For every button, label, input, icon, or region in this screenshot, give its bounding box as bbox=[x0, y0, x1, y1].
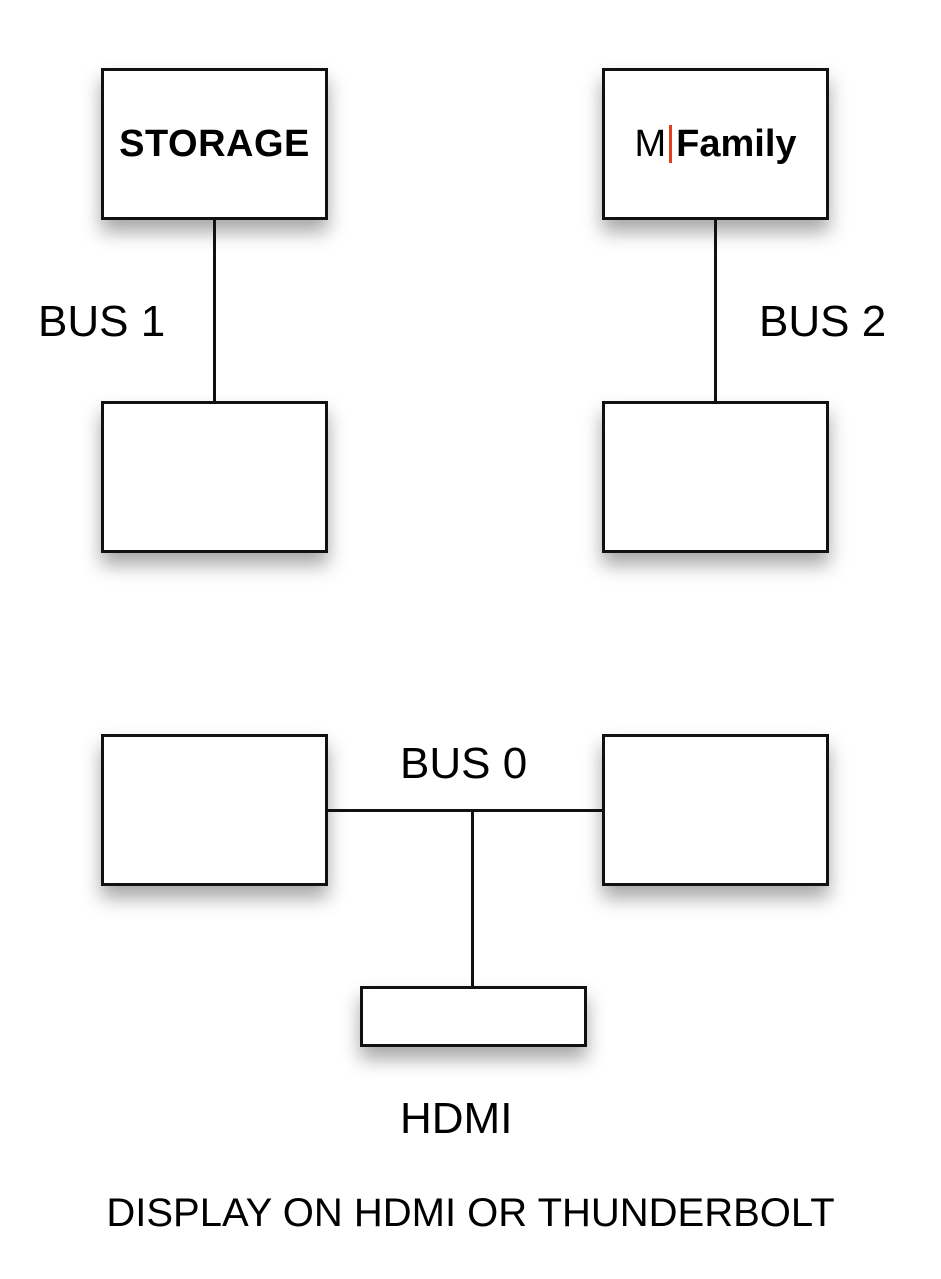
bus1-device-box bbox=[101, 401, 328, 553]
bus2-label: BUS 2 bbox=[759, 297, 887, 346]
bus2-line bbox=[714, 220, 717, 402]
hdmi-label: HDMI bbox=[400, 1094, 513, 1143]
bus0-right-box bbox=[602, 734, 829, 886]
bus1-line bbox=[213, 220, 216, 402]
storage-box: STORAGE bbox=[101, 68, 328, 220]
bus2-device-box bbox=[602, 401, 829, 553]
bus0-horizontal-line bbox=[328, 809, 602, 812]
diagram-caption: DISPLAY ON HDMI OR THUNDERBOLT bbox=[106, 1191, 835, 1235]
bus0-label: BUS 0 bbox=[400, 739, 528, 788]
mfamily-box: M Family bbox=[602, 68, 829, 220]
mfamily-prefix: M bbox=[634, 122, 667, 165]
hdmi-box bbox=[360, 986, 587, 1047]
mfamily-logo: M Family bbox=[634, 123, 796, 166]
bus0-left-box bbox=[101, 734, 328, 886]
storage-label: STORAGE bbox=[119, 122, 310, 165]
bus1-label: BUS 1 bbox=[38, 297, 166, 346]
mfamily-suffix: Family bbox=[676, 122, 797, 165]
mfamily-separator-bar bbox=[669, 125, 673, 163]
bus0-vertical-line bbox=[471, 809, 474, 988]
